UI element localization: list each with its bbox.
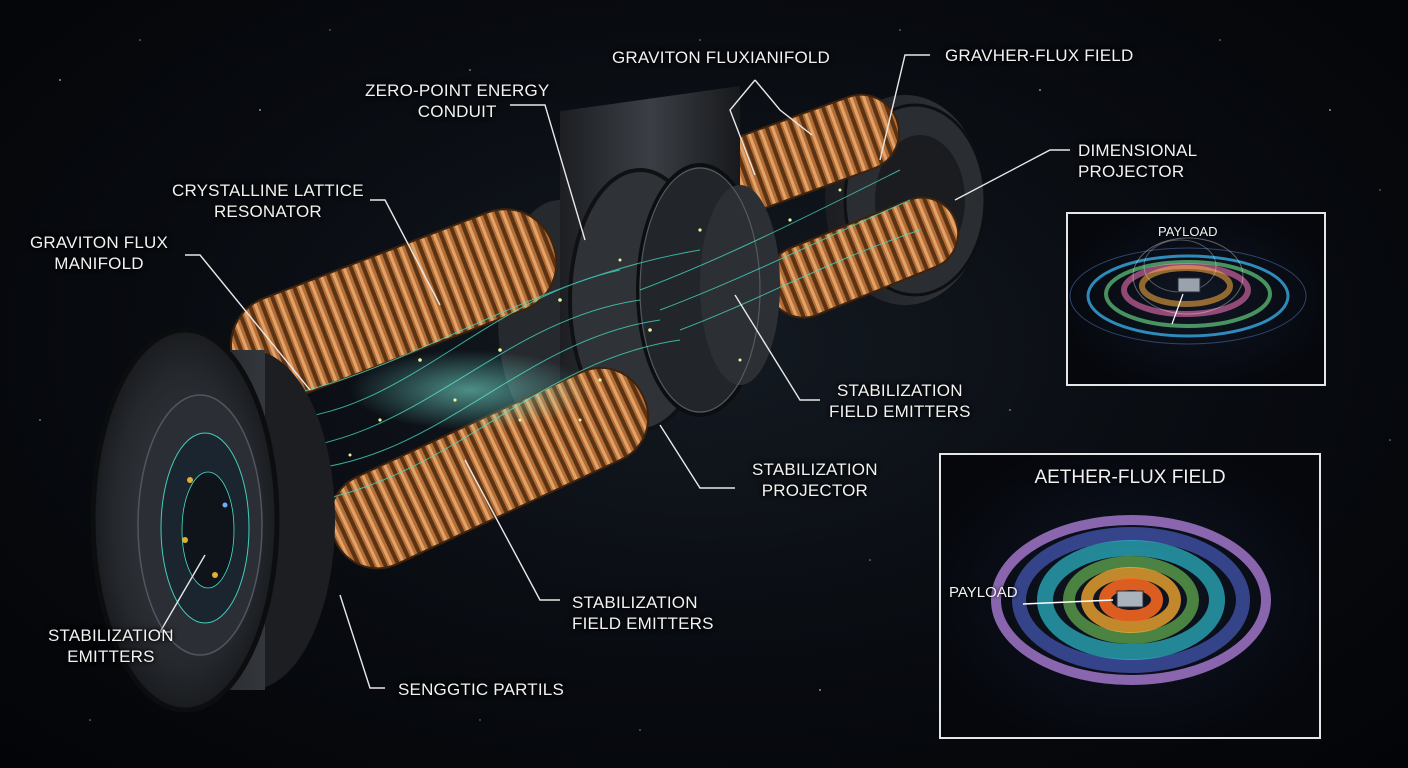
inset-bottom-field-rings <box>991 515 1271 685</box>
leader-lines <box>158 54 1070 689</box>
particles <box>348 188 842 457</box>
inset-bottom-payload-label: PAYLOAD <box>949 584 1018 601</box>
inset-bottom-title: AETHER-FLUX FIELD <box>1034 467 1226 488</box>
inset-top-payload-object <box>1177 277 1201 293</box>
label-senggtic-partils: SENGGTIC PARTILS <box>398 680 564 699</box>
label-dimensional-projector: DIMENSIONAL PROJECTOR <box>1078 141 1198 181</box>
front-end-cap <box>90 327 335 713</box>
label-stabilization-projector: STABILIZATION PROJECTOR <box>752 460 878 500</box>
flux-glow <box>350 350 590 430</box>
label-zero-point-energy-conduit: ZERO-POINT ENERGY CONDUIT <box>365 81 550 121</box>
label-stabilization-field-emitters-low: STABILIZATION FIELD EMITTERS <box>572 593 714 633</box>
label-graviton-flux-manifold-top: GRAVITON FLUXIANIFOLD <box>612 48 830 67</box>
label-stabilization-field-emitters-mid: STABILIZATION FIELD EMITTERS <box>829 381 971 421</box>
inset-payload-field: PAYLOAD <box>1066 212 1326 386</box>
label-stabilization-emitters: STABILIZATION EMITTERS <box>48 626 174 666</box>
label-crystalline-lattice-resonator: CRYSTALLINE LATTICE RESONATOR <box>172 181 364 221</box>
label-gravher-flux-field: GRAVHER-FLUX FIELD <box>945 46 1134 65</box>
inset-top-field-rings <box>1069 237 1307 345</box>
inset-bottom-payload-object <box>1116 590 1144 608</box>
inset-aether-flux-field: AETHER-FLUX FIELD PAYLOAD <box>939 453 1321 739</box>
inset-top-payload-label: PAYLOAD <box>1158 224 1218 239</box>
label-graviton-flux-manifold-left: GRAVITON FLUX MANIFOLD <box>30 233 168 273</box>
star-field <box>39 29 1391 731</box>
